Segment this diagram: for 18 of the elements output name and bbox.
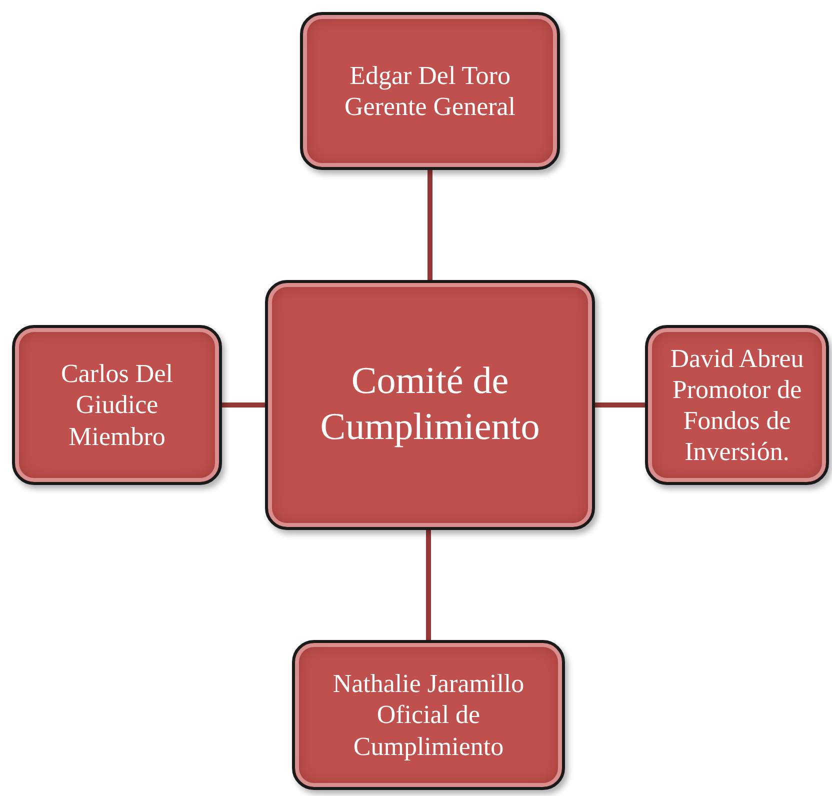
role-text: Oficial de Cumplimiento [352, 699, 505, 762]
person-name: Carlos Del Giudice [60, 358, 174, 421]
person-name: David Abreu [670, 342, 804, 374]
connector-line [426, 530, 431, 640]
connector-line [222, 402, 265, 408]
org-chart-box [300, 12, 560, 170]
committee-title: Comité de Cumplimiento [319, 359, 541, 450]
role-text: Miembro [68, 420, 166, 452]
org-chart-box [292, 640, 565, 790]
role-text: Promotor de Fondos de Inversión. [671, 374, 803, 468]
role-text: Gerente General [344, 91, 516, 122]
org-chart-box [265, 280, 595, 530]
connector-line [595, 402, 645, 408]
org-chart-box [12, 325, 222, 485]
person-name: Nathalie Jaramillo [332, 668, 524, 700]
connector-line [428, 170, 432, 280]
org-chart-box [645, 325, 829, 485]
person-name: Edgar Del Toro [350, 60, 510, 91]
